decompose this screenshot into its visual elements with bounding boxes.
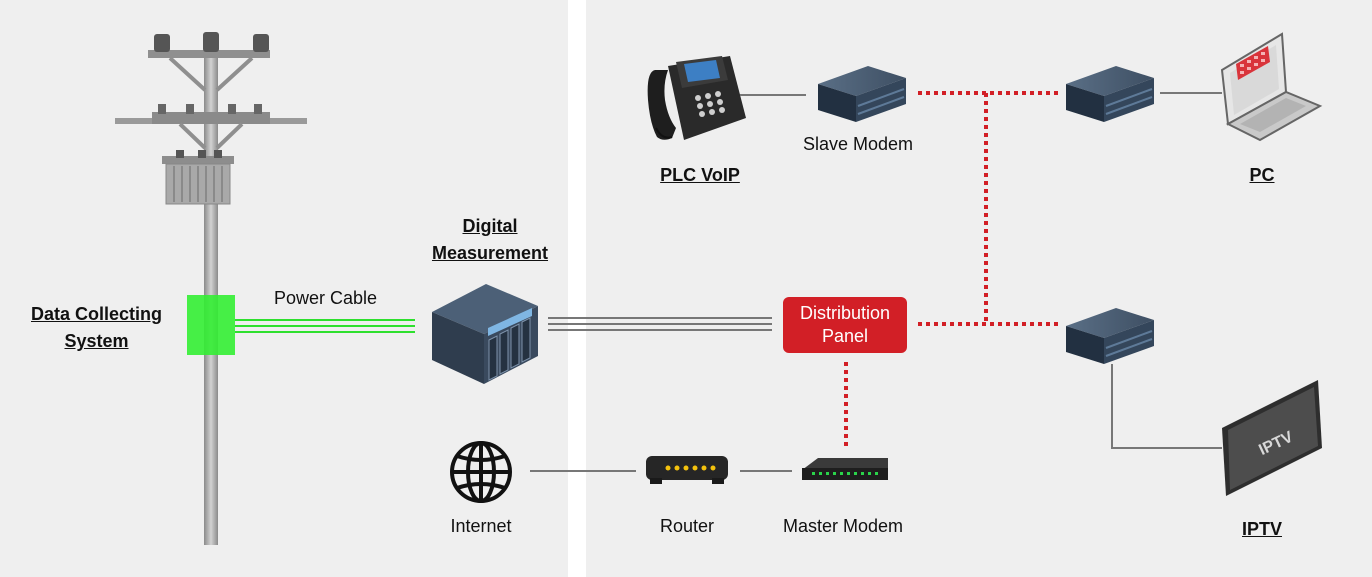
laptop-icon: [1220, 32, 1323, 142]
power-cable-label: Power Cable: [274, 288, 378, 308]
plc-voip-label: PLC VoIP: [660, 165, 740, 185]
tv-icon: [1222, 380, 1322, 496]
distribution-panel-label: Distribution Panel: [799, 303, 891, 346]
master-modem-icon: [802, 458, 888, 480]
slave-modem-iptv-icon: [1066, 308, 1154, 364]
distribution-panel: Distribution Panel: [783, 297, 907, 353]
measurement-to-panel-lines: [548, 317, 772, 331]
left-panel: [0, 0, 568, 577]
iptv-label: IPTV: [1241, 519, 1283, 539]
pc-label: PC: [1249, 165, 1275, 185]
digital-measurement-label: Digital Measurement: [431, 216, 549, 263]
slave-modem-voip-icon: [818, 66, 906, 122]
modem-to-iptv-line: [1111, 364, 1222, 449]
voip-phone-icon: [647, 56, 746, 140]
power-cable-lines: [235, 319, 415, 333]
internet-label: Internet: [450, 516, 512, 536]
slave-modem-pc-icon: [1066, 66, 1154, 122]
data-collector-box: [187, 295, 235, 355]
slave-modem-label: Slave Modem: [802, 134, 914, 154]
router-label: Router: [659, 516, 715, 536]
globe-icon: [450, 441, 512, 503]
plc-signal-lines: [844, 91, 1060, 446]
router-icon: [646, 456, 728, 484]
master-modem-label: Master Modem: [782, 516, 904, 536]
digital-measurement-device-icon: [432, 284, 538, 384]
data-collecting-system-label: Data Collecting System: [31, 304, 163, 351]
